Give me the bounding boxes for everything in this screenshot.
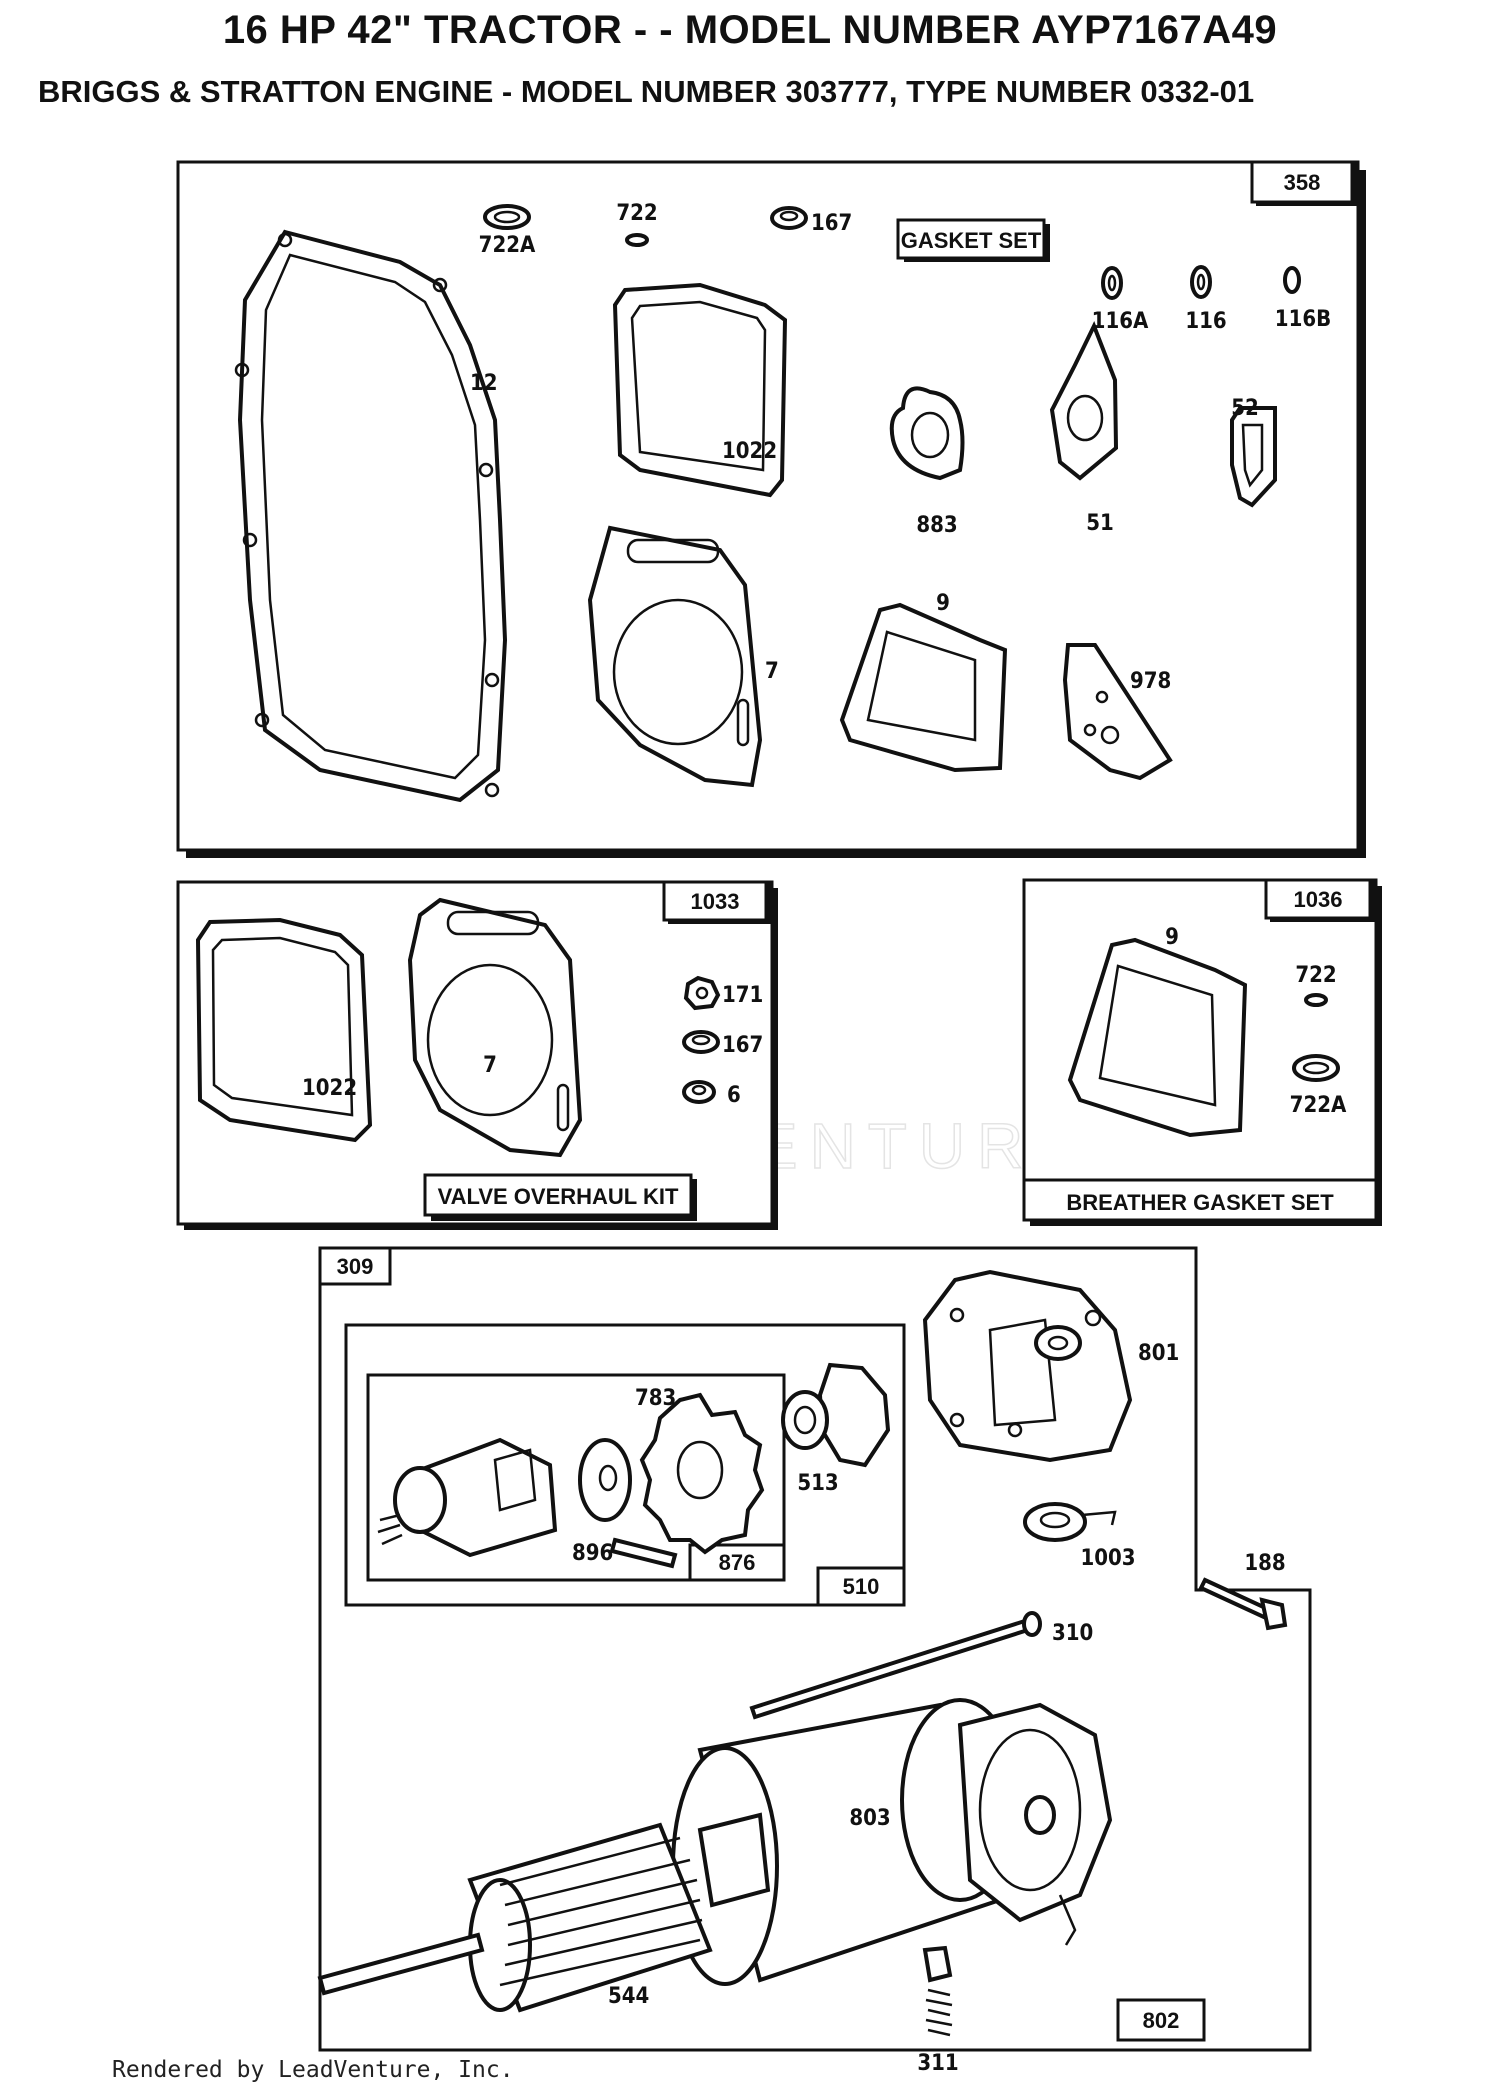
label-803: 803	[849, 1806, 890, 1831]
label-breather-722: 722	[1295, 963, 1336, 988]
washer-722-icon	[1304, 993, 1328, 1007]
breather-gasket-set-panel: 1036 9 722 722A BREATHER GASKET SET	[1022, 878, 1382, 1226]
ref-510: 510	[843, 1574, 880, 1599]
label-310: 310	[1052, 1621, 1093, 1646]
label-6: 6	[727, 1083, 741, 1108]
spring-cup-513-icon	[817, 1362, 891, 1468]
crankcase-gasket-12-icon	[237, 229, 508, 803]
label-1022: 1022	[722, 439, 777, 464]
label-12: 12	[470, 371, 498, 396]
label-51: 51	[1086, 511, 1114, 536]
seal-167-icon	[770, 206, 808, 230]
seal-1003-icon	[1023, 1502, 1087, 1542]
engine-subtitle: BRIGGS & STRATTON ENGINE - MODEL NUMBER …	[38, 74, 1255, 109]
label-883: 883	[916, 513, 957, 538]
breather-gasket-set-label: BREATHER GASKET SET	[1066, 1190, 1334, 1215]
valve-cover-gasket-1022-icon	[612, 282, 788, 498]
washer-722-icon	[625, 233, 649, 247]
pinion-gear-783-icon	[639, 1392, 765, 1555]
bolt-188-icon	[1198, 1577, 1273, 1621]
nut-171-icon	[683, 975, 721, 1011]
ref-1036: 1036	[1294, 887, 1343, 912]
head-gasket-7-icon	[407, 897, 583, 1158]
label-513: 513	[797, 1471, 838, 1496]
washer-722A-icon	[1292, 1054, 1340, 1082]
label-breather-9: 9	[1165, 925, 1179, 950]
label-171: 171	[722, 983, 763, 1008]
gasket-51-icon	[1049, 321, 1119, 481]
label-52: 52	[1231, 396, 1259, 421]
ref-802: 802	[1143, 2008, 1180, 2033]
label-167: 167	[811, 211, 852, 236]
label-188: 188	[1244, 1551, 1285, 1576]
key-896-icon	[609, 1537, 678, 1569]
ref-1033: 1033	[691, 889, 740, 914]
washer-icon	[578, 1438, 632, 1522]
label-116A: 116A	[1092, 309, 1149, 334]
spring-311-icon	[925, 1988, 953, 2037]
gasket-set-label: GASKET SET	[901, 228, 1042, 253]
valve-overhaul-kit-panel: 1033 1022 7 171 167 6 VALVE OVERHAUL KIT	[176, 880, 778, 1230]
ref-876: 876	[719, 1550, 756, 1575]
label-valve-1022: 1022	[302, 1076, 357, 1101]
gasket-883-icon	[889, 386, 965, 481]
drive-end-cap-801-icon	[922, 1269, 1133, 1463]
label-978: 978	[1130, 669, 1171, 694]
label-896: 896	[572, 1541, 613, 1566]
seal-167-icon	[682, 1030, 720, 1054]
valve-overhaul-kit-label: VALVE OVERHAUL KIT	[438, 1184, 679, 1209]
washer-116-icon	[1190, 265, 1212, 299]
ref-309: 309	[337, 1254, 374, 1279]
label-722: 722	[616, 201, 657, 226]
label-breather-722A: 722A	[1290, 1093, 1347, 1118]
label-722A: 722A	[479, 233, 536, 258]
washer-6-icon	[682, 1080, 716, 1104]
through-bolt-310-icon	[749, 1617, 1034, 1720]
starter-motor-panel: 309 510 876 783 896 513 801	[317, 1246, 1312, 2076]
label-116: 116	[1185, 309, 1226, 334]
label-valve-7: 7	[483, 1053, 497, 1078]
diagram-title: 16 HP 42" TRACTOR - - MODEL NUMBER AYP71…	[222, 8, 1278, 52]
valve-cover-gasket-1022-icon	[195, 917, 373, 1143]
plate-978-icon	[1062, 643, 1173, 781]
label-783: 783	[635, 1386, 676, 1411]
label-9: 9	[936, 591, 950, 616]
label-801: 801	[1138, 1341, 1179, 1366]
label-544: 544	[608, 1984, 649, 2009]
washer-116A-icon	[1101, 266, 1123, 300]
label-311: 311	[917, 2051, 958, 2076]
gasket-set-panel: 358 GASKET SET 722A 722 167 116A 116 116…	[176, 160, 1366, 858]
label-116B: 116B	[1275, 307, 1331, 332]
washer-116B-icon	[1283, 266, 1301, 294]
label-7: 7	[765, 659, 779, 684]
footer-credit: Rendered by LeadVenture, Inc.	[112, 2057, 514, 2083]
label-valve-167: 167	[722, 1033, 763, 1058]
ref-358: 358	[1284, 170, 1321, 195]
washer-722A-icon	[483, 204, 531, 230]
label-1003: 1003	[1080, 1546, 1135, 1571]
brush-icon	[922, 1945, 953, 1983]
